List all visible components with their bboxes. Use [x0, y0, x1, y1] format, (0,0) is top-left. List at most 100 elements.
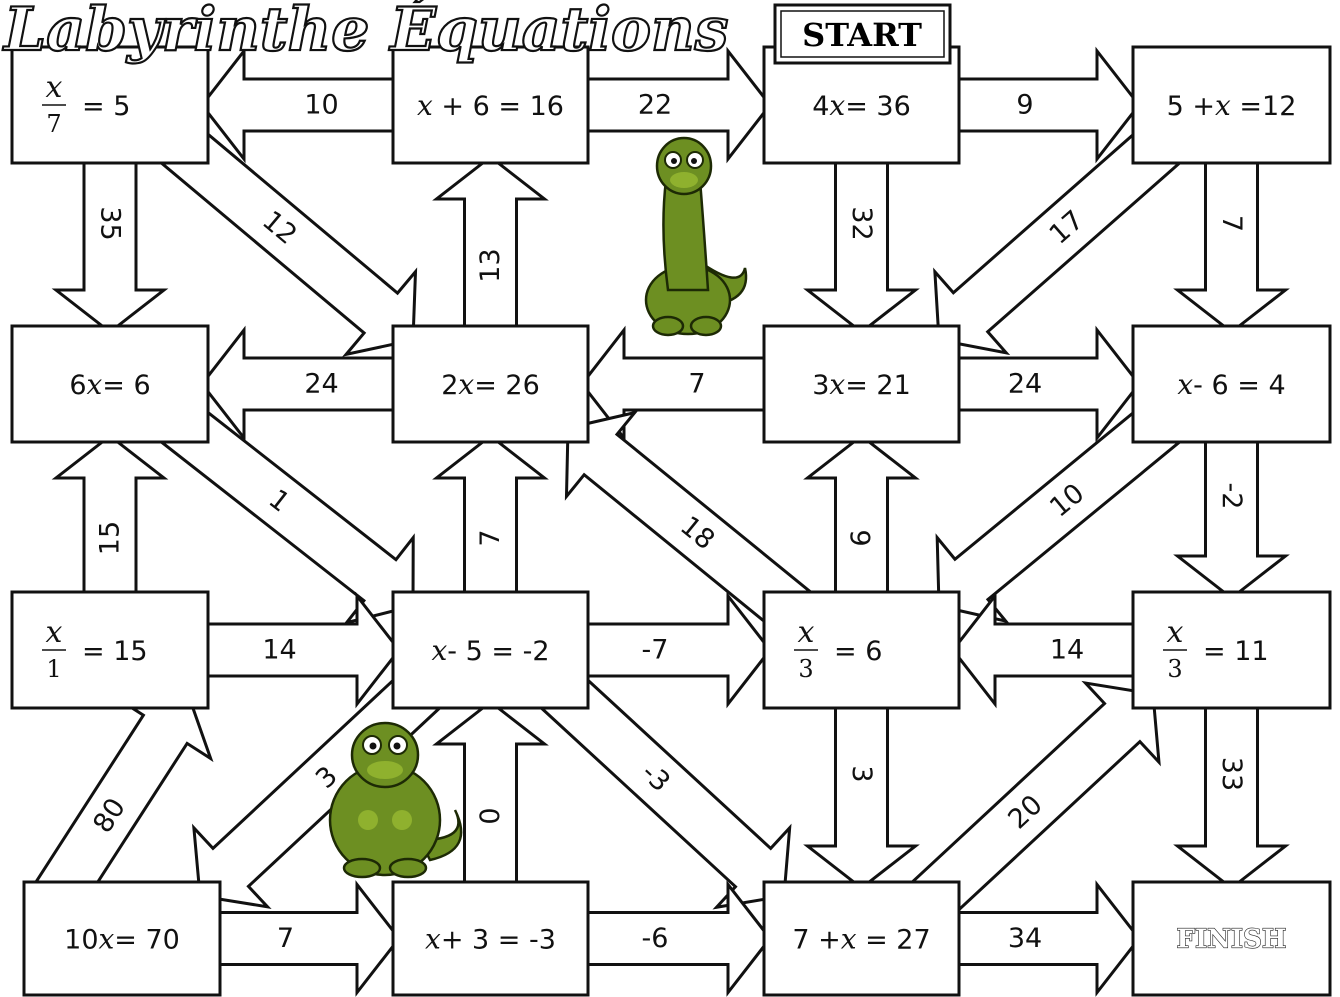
variable-x: x	[431, 634, 447, 667]
arrow-label: -7	[642, 635, 669, 666]
variable-x: x	[1177, 368, 1193, 401]
equation-part: = 26	[474, 370, 540, 401]
arrow-shape	[808, 702, 916, 888]
equation-part: 4	[812, 91, 829, 122]
arrow-shape	[808, 157, 916, 332]
finish-label: FINISH	[1177, 925, 1287, 955]
equation-box[interactable]: 5 +x =12	[1133, 47, 1330, 163]
arrow-shape	[1178, 157, 1286, 332]
equation-box[interactable]: x3= 11	[1133, 592, 1330, 708]
equation-part: 10	[64, 925, 98, 956]
arrow-shape	[56, 436, 164, 598]
path-arrow-b23-to-b33[interactable]: 33	[1178, 702, 1286, 888]
arrow-label: 15	[95, 521, 126, 555]
arrow-label: 0	[475, 807, 506, 824]
equation-box[interactable]: x- 5 = -2	[393, 592, 588, 708]
path-arrow-b31-to-b32[interactable]: -6	[582, 885, 770, 993]
arrow-label: 24	[1008, 369, 1042, 400]
finish-box[interactable]: FINISH	[1133, 882, 1330, 995]
path-arrow-b20-to-b10[interactable]: 15	[56, 436, 164, 598]
arrow-label: 7	[277, 923, 294, 954]
equation-box[interactable]: x 3 = 6	[764, 592, 959, 708]
arrow-shape	[437, 436, 545, 598]
variable-x: x	[829, 89, 845, 122]
path-arrow-b02-to-b03[interactable]: 9	[953, 51, 1139, 159]
equation-box[interactable]: x1= 15	[12, 592, 208, 708]
path-arrow-b21-to-b22[interactable]: -7	[582, 596, 770, 704]
path-arrow-b21-to-b11[interactable]: 7	[437, 436, 545, 598]
equation-box[interactable]: x+ 3 = -3	[393, 882, 588, 995]
equation-box[interactable]: 7 +x = 27	[764, 882, 959, 995]
arrow-shape	[437, 702, 545, 888]
arrow-shape	[56, 157, 164, 332]
arrow-label: 9	[1016, 90, 1033, 121]
equation-part: + 3 = -3	[441, 925, 556, 956]
arrow-label: 10	[304, 90, 338, 121]
path-arrow-b11-to-b01[interactable]: 13	[437, 157, 545, 332]
arrow-label: 33	[1216, 757, 1247, 791]
path-arrow-b01-to-b00[interactable]: 10	[202, 51, 399, 159]
arrow-label: -2	[1216, 483, 1247, 510]
start-badge: START	[775, 5, 950, 63]
variable-x: x	[99, 923, 115, 956]
fraction-denominator: 7	[46, 110, 61, 138]
equation-text: x+ 3 = -3	[425, 923, 556, 956]
equation-part: - 5 = -2	[447, 636, 549, 667]
equation-box[interactable]: 6x= 6	[12, 326, 208, 442]
equation-part: 7 +	[792, 925, 840, 956]
arrow-label: 32	[846, 206, 877, 240]
equation-box[interactable]: 3x= 21	[764, 326, 959, 442]
arrow-shape	[1178, 436, 1286, 598]
arrow-shape	[582, 596, 770, 704]
arrow-label: 22	[638, 90, 672, 121]
arrow-label: 34	[1008, 923, 1042, 954]
fraction-numerator: x	[798, 615, 815, 650]
arrow-shape	[582, 885, 770, 993]
fraction-denominator: 1	[46, 655, 61, 683]
equation-text: x- 5 = -2	[431, 634, 549, 667]
arrow-shape	[202, 51, 399, 159]
equation-part: 5 +	[1167, 91, 1215, 122]
equation-text: 2x= 26	[441, 368, 540, 401]
path-arrow-b22-to-b12[interactable]: 6	[808, 436, 916, 598]
equation-part: =12	[1231, 91, 1297, 122]
equation-part: + 6 = 16	[433, 91, 564, 122]
equation-part: = 27	[857, 925, 931, 956]
path-arrow-b31-to-b21[interactable]: 0	[437, 702, 545, 888]
arrow-shape	[953, 885, 1139, 993]
variable-x: x	[841, 923, 857, 956]
arrow-shape	[202, 596, 399, 704]
fraction-denominator: 3	[798, 655, 813, 683]
variable-x: x	[417, 89, 433, 122]
path-arrow-b00-to-b10[interactable]: 35	[56, 157, 164, 332]
equation-text: x + 6 = 16	[417, 89, 564, 122]
arrow-shape	[1178, 702, 1286, 888]
equation-rhs: = 11	[1203, 636, 1269, 667]
equation-part: 2	[441, 370, 458, 401]
variable-x: x	[458, 368, 474, 401]
equation-rhs: = 15	[82, 636, 148, 667]
equation-part: = 70	[114, 925, 180, 956]
long-neck-dinosaur-icon	[646, 138, 746, 335]
path-arrow-b02-to-b12[interactable]: 32	[808, 157, 916, 332]
path-arrow-b32-to-b33[interactable]: 34	[953, 885, 1139, 993]
equation-text: 3x= 21	[812, 368, 911, 401]
path-arrow-b20-to-b21[interactable]: 14	[202, 596, 399, 704]
path-arrow-b22-to-b32[interactable]: 3	[808, 702, 916, 888]
equation-text: 6x= 6	[69, 368, 150, 401]
arrow-label: 14	[262, 635, 296, 666]
equation-box[interactable]: x- 6 = 4	[1133, 326, 1330, 442]
variable-x: x	[425, 923, 441, 956]
variable-x: x	[829, 368, 845, 401]
arrow-label: 7	[1216, 215, 1247, 232]
equation-box[interactable]: 10x= 70	[24, 882, 220, 995]
arrow-shape	[808, 436, 916, 598]
title: Labyrinthe Équations	[2, 0, 728, 65]
equation-rhs: = 6	[834, 636, 882, 667]
arrow-shape	[953, 51, 1139, 159]
equation-part: = 36	[845, 91, 911, 122]
equation-box[interactable]: 2x= 26	[393, 326, 588, 442]
path-arrow-b03-to-b13[interactable]: 7	[1178, 157, 1286, 332]
path-arrow-b13-to-b23[interactable]: -2	[1178, 436, 1286, 598]
fraction-numerator: x	[1167, 615, 1184, 650]
